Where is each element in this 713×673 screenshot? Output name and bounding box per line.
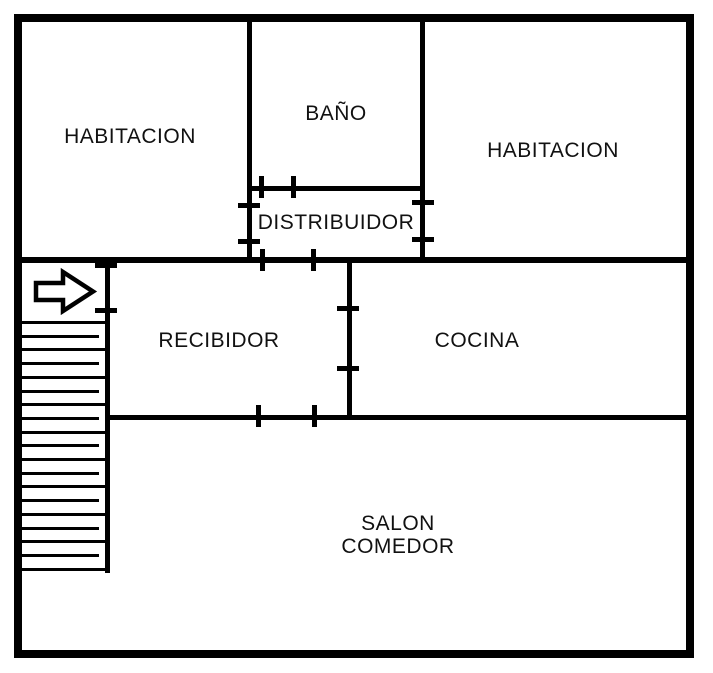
stair-tread [20, 403, 105, 406]
stair-tread [20, 431, 105, 434]
door-tick-habitacion-left-1 [238, 203, 260, 208]
stair-tread [20, 376, 105, 379]
door-tick-habitacion-right-2 [412, 237, 434, 242]
staircase [20, 321, 105, 571]
room-label-bano: BAÑO [305, 102, 367, 125]
door-tick-bano-1 [259, 176, 264, 198]
door-tick-habitacion-right-1 [412, 200, 434, 205]
room-label-comedor-line2: COMEDOR [341, 535, 455, 558]
wall-main-horizontal [14, 257, 694, 263]
door-tick-recibidor-salon-1 [256, 405, 261, 427]
room-label-distribuidor: DISTRIBUIDOR [257, 211, 415, 234]
stair-tread [21, 390, 99, 393]
door-tick-recibidor-salon-2 [312, 405, 317, 427]
room-label-cocina: COCINA [434, 329, 520, 352]
stair-tread [21, 527, 99, 530]
stair-tread [20, 348, 105, 351]
room-label-recibidor: RECIBIDOR [158, 329, 280, 352]
stair-tread [21, 417, 99, 420]
door-tick-bano-2 [291, 176, 296, 198]
stair-tread [20, 540, 105, 543]
wall-salon-top [105, 415, 694, 420]
stair-tread [21, 444, 99, 447]
stair-tread [20, 513, 105, 516]
stair-tread [21, 335, 99, 338]
wall-bano-habitacion-right [420, 22, 425, 258]
room-label-habitacion-left: HABITACION [64, 125, 196, 148]
door-tick-habitacion-left-2 [238, 239, 260, 244]
room-label-salon-comedor: SALON COMEDOR [298, 512, 498, 558]
stair-tread [21, 499, 99, 502]
room-label-salon-line1: SALON [361, 512, 435, 535]
door-tick-entrance-2 [95, 308, 117, 313]
door-tick-recibidor-cocina-1 [337, 306, 359, 311]
entrance-arrow-icon [33, 267, 98, 315]
door-tick-distribuidor-recibidor-1 [260, 249, 265, 271]
stair-tread [21, 472, 99, 475]
door-tick-entrance-1 [95, 263, 117, 268]
stair-tread [21, 362, 99, 365]
wall-recibidor-cocina [347, 263, 352, 418]
wall-bano-distribuidor [247, 186, 425, 191]
stair-tread [20, 568, 105, 571]
room-label-habitacion-right: HABITACION [487, 139, 619, 162]
stair-tread [20, 458, 105, 461]
wall-habitacion-left-bano [247, 22, 252, 258]
stair-tread [20, 485, 105, 488]
outer-wall [14, 14, 694, 658]
door-tick-recibidor-cocina-2 [337, 366, 359, 371]
stair-tread [20, 321, 105, 324]
stair-tread [21, 554, 99, 557]
door-tick-distribuidor-recibidor-2 [311, 249, 316, 271]
